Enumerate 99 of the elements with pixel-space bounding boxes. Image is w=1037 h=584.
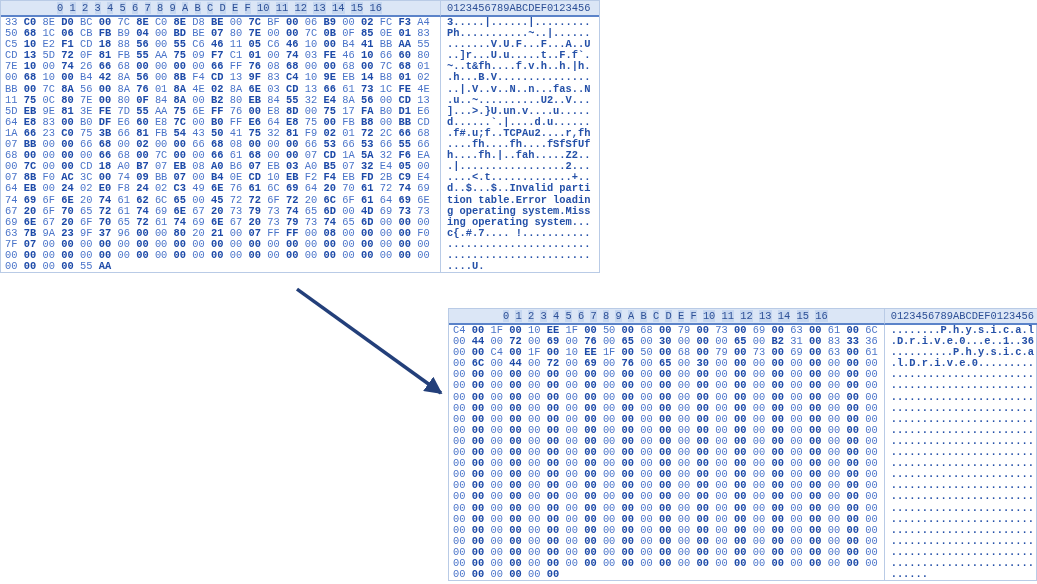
hex-bytes-row: 33 C0 8E D0 BC 00 7C 8E C0 8E D8 BE 00 7C BF 00 06 B9 00 02 FC F3 A4: [1, 17, 442, 29]
ascii-text-row-text: ing operating system...: [446, 216, 592, 228]
ascii-text-row-text: .......................: [889, 413, 1036, 425]
hex-bytes-row: 67 20 6F 70 65 72 61 74 69 6E 67 20 73 79 73 74 65 6D 00 4D 69 73 73: [1, 205, 442, 217]
hex-bytes-row: 68 00 00 00 00 66 68 00 7C 00 00 66 61 68 00 00 07 CD 1A 5A 32 F6 EA: [1, 150, 442, 162]
hex-bytes-row: 00 00 C4 00 1F 00 10 EE 1F 00 50 00 68 00 79 00 73 00 69 00 63 00 61: [449, 347, 885, 359]
ascii-text-row-text: g operating system.Miss: [446, 205, 592, 217]
hex-bytes-row: 00 00 00 00 00 00 00 00 00 00 00 00 00 00 00 00 00 00 00 00 00 00 00: [449, 458, 885, 470]
ascii-text-row-text: .......V.U.F...F...A..U: [446, 39, 592, 51]
hex-bytes-row: 00 68 10 00 B4 42 8A 56 00 8B F4 CD 13 9F 83 C4 10 9E EB 14 B8 01 02: [1, 72, 442, 84]
hex-dump-panel: [0, 0, 600, 274]
hex-bytes-row: 00 00 00 00 00 00 00 00 00 00 00 00 00 00 00 00 00 00 00 00 00 00 00: [449, 469, 885, 481]
hex-bytes-row: 7F 07 00 00 00 00 00 00 00 00 00 00 00 00 00 00 00 00 00 00 00 00 00: [1, 238, 442, 250]
ascii-text-row-text: d..$...$..Invalid parti: [446, 183, 592, 195]
ascii-text-row-text: ~..t&fh....f.v.h..h.|h.: [446, 61, 592, 73]
hex-bytes-row: 64 EB 00 24 02 E0 F8 24 02 C3 49 6E 76 61 6C 69 64 20 70 61 72 74 69: [1, 183, 442, 195]
ascii-text-row-text: .......................: [889, 524, 1036, 536]
hex-bytes-row: 00 00 00 00 00 00 00 00 00 00 00 00 00 00 00 00 00 00 00 00 00 00 00: [449, 435, 885, 448]
hex-bytes-row: 00 00 00 00 00 00 00 00 00 00 00 00 00 00 00 00 00 00 00 00 00 00 00: [449, 380, 885, 392]
hex-bytes-row: 00 00 00 00 00 00 00 00 00 00 00 00 00 00 00 00 00 00 00 00 00 00 00: [1, 249, 442, 262]
hex-bytes-row: 11 75 0C 80 7E 00 80 0F 84 8A 00 B2 80 EB 84 55 32 E4 8A 56 00 CD 13: [1, 94, 442, 106]
hex-bytes-row: 00 00 00 00 00 00 00 00 00 00 00 00 00 00 00 00 00 00 00 00 00 00 00: [449, 513, 885, 525]
hex-bytes-row: 00 00 00 00 00 00 00 00 00 00 00 00 00 00 00 00 00 00 00 00 00 00 00: [449, 413, 885, 425]
hex-bytes-row: 50 68 1C 06 CB FB B9 04 00 BD BE 07 80 7E 00 00 7C 0B 0F 85 0E 01 83: [1, 28, 442, 40]
ascii-text-row-text: 3.....|......|.........: [446, 17, 592, 29]
ascii-text-row-text: .......................: [889, 469, 1036, 481]
ascii-text-row-text: .......................: [889, 402, 1036, 414]
hex-bytes-row: 64 E8 83 00 B0 DF E6 60 E8 7C 00 B0 FF E6 64 E8 75 00 FB B8 00 BB CD: [1, 116, 442, 128]
ascii-text-row-text: .......................: [889, 557, 1036, 570]
ascii-text-row-text: ..|.V..v..N..n...fas..N: [446, 83, 592, 95]
hex-bytes-row: CD 13 5D 72 0F 81 FB 55 AA 75 09 F7 C1 01 00 74 03 FE 46 10 66 60 80: [1, 50, 442, 62]
ascii-text-row-text: .......................: [446, 249, 592, 262]
ascii-text-row-text: .h...B.V...............: [446, 72, 592, 84]
ascii-text-row-text: Ph...........~..|......: [446, 28, 592, 40]
hex-bytes-row: 07 BB 00 00 66 68 00 02 00 00 66 68 08 00 00 00 66 53 66 53 66 55 66: [1, 139, 442, 151]
ascii-text-row-text: ....<.t.............+..: [446, 172, 592, 184]
ascii-text-row-text: ..........P.h.y.s.i.c.a: [889, 347, 1036, 359]
hex-bytes-row: 00 00 00 00 00 00 00 00 00 00 00 00 00 00 00 00 00 00 00 00 00 00 00: [449, 447, 885, 459]
hex-bytes-row: 00 00 00 00 00 00 00 00 00 00 00 00 00 00 00 00 00 00 00 00 00 00 00: [449, 369, 885, 381]
hex-bytes-row: 00 00 00 00 00 00 00 00 00 00 00 00 00 00 00 00 00 00 00 00 00 00 00: [449, 502, 885, 514]
hex-bytes-row: 00 00 00 00 00 00 00 00 00 00 00 00 00 00 00 00 00 00 00 00 00 00 00: [449, 557, 885, 570]
hex-bytes-row: 00 00 00 00 00 00 00 00 00 00 00 00 00 00 00 00 00 00 00 00 00 00 00: [449, 546, 885, 558]
ascii-text-row-text: h....fh.|..fah.....Z2..: [446, 150, 592, 162]
hex-bytes-row: 74 69 6F 6E 20 74 61 62 6C 65 00 45 72 72 6F 72 20 6C 6F 61 64 69 6E: [1, 194, 442, 206]
ascii-text-row-text: .u..~..........U2..V...: [446, 94, 592, 106]
offset-header: 0 1 2 3 4 5 6 7 8 9 A B C D E F 10 11 12 13 14 15 16: [449, 309, 885, 325]
ascii-text-row-text: .......................: [446, 238, 592, 250]
ascii-text-row-text: .......................: [889, 513, 1036, 525]
ascii-text-row-text: .......................: [889, 491, 1036, 503]
ascii-text-row-text: .......................: [889, 447, 1036, 459]
hex-bytes-row: 63 7B 9A 23 9F 37 96 00 00 80 20 21 00 07 FF FF 00 08 00 00 00 00 F0: [1, 227, 442, 239]
character-header: 0123456789ABCDEF0123456: [441, 1, 599, 17]
hex-bytes-row: 00 00 00 00 00 00 00 00 00 00 00 00 00 00 00 00 00 00 00 00 00 00 00: [449, 491, 885, 503]
hex-bytes-row: 00 00 00 00 00 00 00 00 00 00 00 00 00 00 00 00 00 00 00 00 00 00 00: [449, 402, 885, 414]
ascii-text-row-text: .|.................2...: [446, 161, 592, 173]
ascii-text-row-text: .f#.u;f..TCPAu2....r,fh: [446, 127, 592, 139]
ascii-text-row-text: d......`.|....d.u......: [446, 116, 592, 128]
hex-bytes-row: C4 00 1F 00 10 EE 1F 00 50 00 68 00 79 00 73 00 69 00 63 00 61 00 6C: [449, 325, 885, 337]
hex-bytes-row: 69 6E 67 20 6F 70 65 72 61 74 69 6E 67 20 73 79 73 74 65 6D 00 00 00: [1, 216, 442, 228]
ascii-text-row-text: .......................: [889, 435, 1036, 448]
ascii-text-row-text: .......................: [889, 535, 1036, 547]
hex-bytes-row: 00 00 00 00 55 AA: [1, 261, 442, 273]
character-header: 0123456789ABCDEF0123456: [884, 309, 1037, 325]
ascii-text-row-text: .......................: [889, 369, 1036, 381]
ascii-text-row-text: .......................: [889, 391, 1036, 403]
hex-bytes-row: BB 00 7C 8A 56 00 8A 76 01 8A 4E 02 8A 6E 03 CD 13 66 61 73 1C FE 4E: [1, 83, 442, 95]
ascii-text-row-text: c{.#.7.... !...........: [446, 227, 592, 239]
hex-bytes-row: 1A 66 23 C0 75 3B 66 81 FB 54 43 50 41 75 32 81 F9 02 01 72 2C 66 68: [1, 127, 442, 140]
hex-bytes-row: C5 10 E2 F1 CD 18 88 56 00 55 C6 46 11 05 C6 46 10 00 B4 41 BB AA 55: [1, 39, 442, 51]
hex-bytes-row: 00 6C 00 44 00 72 00 69 00 76 00 65 00 30 00 00 00 00 00 00 00 00 00: [449, 358, 885, 370]
ascii-text-row-text: ....fh....fh....fSfSfUf: [446, 139, 592, 151]
ascii-text-row-text: .......................: [889, 502, 1036, 514]
hex-bytes-row: 00 00 00 00 00 00 00 00 00 00 00 00 00 00 00 00 00 00 00 00 00 00 00: [449, 424, 885, 436]
hex-bytes-row: 00 44 00 72 00 69 00 76 00 65 00 30 00 00 00 65 00 B2 31 00 83 33 36: [449, 336, 885, 348]
ascii-text-row-text: .......................: [889, 458, 1036, 470]
arrow: [295, 287, 443, 395]
hex-bytes-row: 00 00 00 00 00 00 00 00 00 00 00 00 00 00 00 00 00 00 00 00 00 00 00: [449, 524, 885, 536]
hex-dump-panel: [448, 308, 1037, 582]
hex-bytes-row: 00 00 00 00 00 00 00 00 00 00 00 00 00 00 00 00 00 00 00 00 00 00 00: [449, 391, 885, 403]
ascii-text-row-text: .......................: [889, 480, 1036, 492]
hex-bytes-row: 5D EB 9E 81 3E FE 7D 55 AA 75 6E FF 76 00 E8 8D 00 75 17 FA B0 D1 E6: [1, 105, 442, 117]
ascii-text-row-text: ......: [889, 569, 930, 581]
ascii-text-row-text: .l.D.r.i.v.e.0.........: [889, 358, 1036, 370]
ascii-text-row-text: .......................: [889, 380, 1036, 392]
ascii-text-row-text: tion table.Error loadin: [446, 194, 592, 206]
hex-bytes-row: 00 00 00 00 00 00: [449, 569, 885, 581]
hex-bytes-row: 00 00 00 00 00 00 00 00 00 00 00 00 00 00 00 00 00 00 00 00 00 00 00: [449, 480, 885, 492]
ascii-text-row-text: ........P.h.y.s.i.c.a.l: [889, 325, 1036, 337]
hex-bytes-row: 7E 10 00 74 26 66 68 00 00 00 00 66 FF 76 08 68 00 00 68 00 7C 68 01: [1, 61, 442, 73]
offset-header: 0 1 2 3 4 5 6 7 8 9 A B C D E F 10 11 12 13 14 15 16: [1, 1, 442, 17]
ascii-text-row-text: .......................: [889, 424, 1036, 436]
hex-bytes-row: 00 7C 00 00 CD 18 A0 B7 07 EB 08 A0 B6 07 EB 03 A0 B5 07 32 E4 05 00: [1, 161, 442, 173]
ascii-text-row-text: .D.r.i.v.e.0...e..1..36: [889, 336, 1036, 348]
hex-bytes-row: 07 8B F0 AC 3C 00 74 09 BB 07 00 B4 0E CD 10 EB F2 F4 EB FD 2B C9 E4: [1, 172, 442, 184]
hex-bytes-row: 00 00 00 00 00 00 00 00 00 00 00 00 00 00 00 00 00 00 00 00 00 00 00: [449, 535, 885, 547]
ascii-text-row-text: ]...>.}U.un.v....u.....: [446, 105, 592, 117]
ascii-text-row-text: .......................: [889, 546, 1036, 558]
ascii-text-row-text: ....U.: [446, 261, 486, 273]
ascii-text-row-text: ..]r...U.u.....t..F.f`.: [446, 50, 592, 62]
